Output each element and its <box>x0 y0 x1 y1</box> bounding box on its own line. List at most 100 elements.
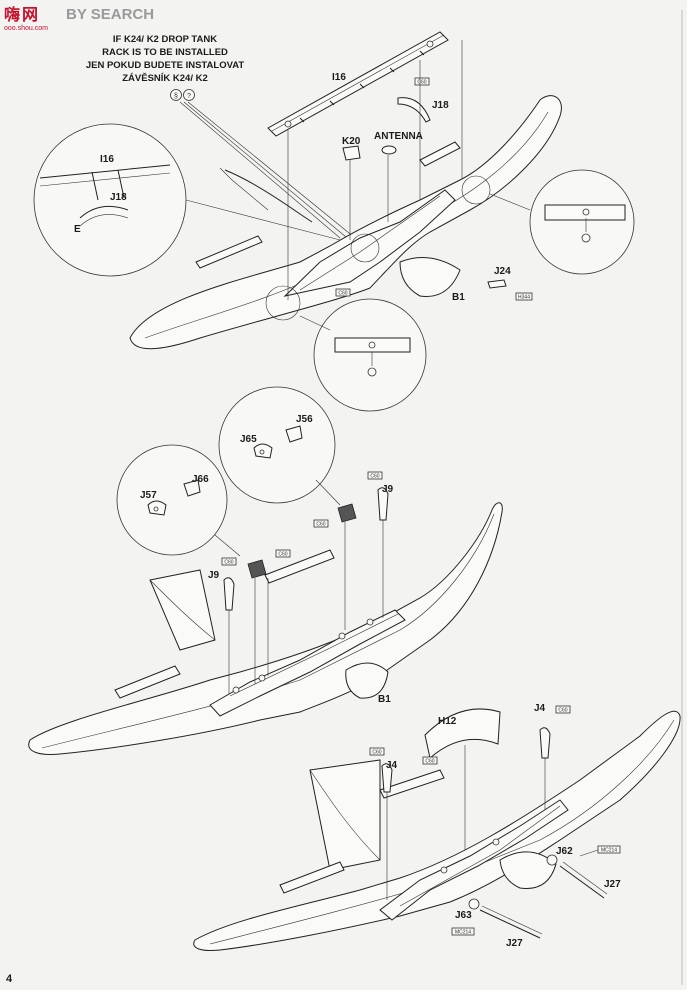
detail-bubble-right <box>529 169 635 275</box>
label-j4-right: J4 <box>534 703 546 714</box>
note-line-1: IF K24/ K2 DROP TANK <box>113 34 217 45</box>
wing-center-bottom <box>379 799 569 921</box>
wing-top <box>129 95 562 350</box>
drill-icon-bottom <box>367 367 377 377</box>
c60-tag-8: C60 <box>558 708 567 714</box>
c60-tag-6: C60 <box>278 552 287 558</box>
mc214-tag-box-1 <box>597 845 621 854</box>
middle-assembly: J56 J65 J66 J57 C60 C60 <box>28 386 503 755</box>
h344-tag-box <box>515 292 533 301</box>
logo-word: BY SEARCH <box>66 6 154 23</box>
wing-root-left <box>149 569 216 651</box>
detail-marker-left <box>265 285 301 321</box>
c60-tag-box-5 <box>221 557 237 566</box>
label-h12: H12 <box>438 716 457 727</box>
page-number: 4 <box>6 973 13 985</box>
wing-bottom <box>193 710 681 951</box>
c60-tag-box-6 <box>275 549 291 558</box>
label-j62: J62 <box>556 846 573 857</box>
detail-bubble-j66 <box>116 444 228 556</box>
c60-tag-1: C60 <box>417 80 426 86</box>
mc214-tag-1: MC214 <box>601 848 617 854</box>
wing-root-bottom <box>309 759 381 871</box>
wing-center-section <box>283 189 456 297</box>
part-j18 <box>397 97 431 123</box>
label-j27-right: J27 <box>604 879 621 890</box>
c60-tag-box-8 <box>555 705 571 714</box>
part-j63 <box>468 898 480 910</box>
label-j18-detail: J18 <box>110 192 127 203</box>
c60-tag-box-9 <box>369 747 385 756</box>
c60-tag-box-2 <box>335 288 351 297</box>
part-j9-right <box>377 487 389 521</box>
part-j9-left <box>223 577 235 611</box>
part-h12 <box>424 708 501 759</box>
part-mount-1 <box>337 503 357 523</box>
label-j66: J66 <box>192 474 209 485</box>
label-j56: J56 <box>296 414 313 425</box>
label-e-detail: E <box>74 224 81 235</box>
part-k20 <box>342 145 361 161</box>
h344-tag: H344 <box>518 295 530 301</box>
label-antenna: ANTENNA <box>374 131 423 142</box>
part-j62 <box>546 854 558 866</box>
c60-tag-box-4 <box>313 519 329 528</box>
label-j4-left: J4 <box>386 760 398 771</box>
site-logo: 嗨 网 BY SEARCH ooo.shou.com <box>4 5 154 32</box>
part-mount-2 <box>247 559 267 579</box>
label-k20: K20 <box>342 136 361 147</box>
drill-symbol-glyph: § <box>174 93 178 100</box>
logo-glyph-2: 网 <box>22 6 38 24</box>
part-b1-mid <box>345 662 389 699</box>
detail-marker-right <box>461 175 491 205</box>
label-b1-mid: B1 <box>378 694 391 705</box>
part-j24 <box>487 279 507 289</box>
c60-tag-5: C60 <box>224 560 233 566</box>
detail-bubble-bottom <box>313 298 427 412</box>
detail-bubble-j56 <box>218 386 336 504</box>
label-j65: J65 <box>240 434 257 445</box>
note-leader-3 <box>187 101 366 247</box>
c60-tag-box-7 <box>422 756 438 765</box>
part-j4-right <box>539 727 551 759</box>
label-i16-top: I16 <box>332 72 346 83</box>
wing-middle <box>28 502 503 755</box>
label-j57: J57 <box>140 490 157 501</box>
note-line-4: ZÁVĚSNÍK K24/ K2 <box>122 72 208 84</box>
c60-tag-3: C60 <box>370 474 379 480</box>
label-j9-left: J9 <box>208 570 220 581</box>
question-symbol-icon <box>183 89 195 101</box>
c60-tag-7: C60 <box>425 759 434 765</box>
drill-icon-right <box>581 233 591 243</box>
detail-marker-center <box>350 233 380 263</box>
c60-tag-9: C60 <box>372 750 381 756</box>
label-j18-top: J18 <box>432 100 449 111</box>
mc214-tag-2: MC214 <box>455 930 471 936</box>
drill-symbol-icon <box>170 89 182 101</box>
c60-tag-2: C60 <box>338 291 347 297</box>
c60-tag-4: C60 <box>316 522 325 528</box>
question-symbol-glyph: ? <box>187 93 191 100</box>
c60-tag-box-1 <box>414 77 430 86</box>
drop-tank-rack: C60 <box>267 31 449 137</box>
note-leader-1 <box>179 101 341 239</box>
label-j27-bottom: J27 <box>506 938 523 949</box>
logo-glyph: 嗨 <box>4 5 20 24</box>
label-j63: J63 <box>455 910 472 921</box>
note-line-2: RACK IS TO BE INSTALLED <box>102 47 228 58</box>
c60-tag-box-3 <box>367 471 383 480</box>
antenna-part <box>381 145 397 155</box>
top-assembly: C60 C60 H344 <box>33 31 635 412</box>
label-j9-right: J9 <box>382 484 394 495</box>
wing-center-middle <box>209 609 406 717</box>
part-j4-left <box>381 763 393 793</box>
bottom-assembly: C60 C60 C60 MC214 MC214 H12 J4 J4 J62 J2… <box>193 703 681 951</box>
label-b1-top: B1 <box>452 292 465 303</box>
label-i16-detail: I16 <box>100 154 114 165</box>
note-line-3: JEN POKUD BUDETE INSTALOVAT <box>86 60 245 71</box>
mc214-tag-box-2 <box>451 927 475 936</box>
drop-tank-note: IF K24/ K2 DROP TANK RACK IS TO BE INSTA… <box>86 34 366 247</box>
part-b1-top <box>399 257 461 297</box>
label-j24: J24 <box>494 266 511 277</box>
